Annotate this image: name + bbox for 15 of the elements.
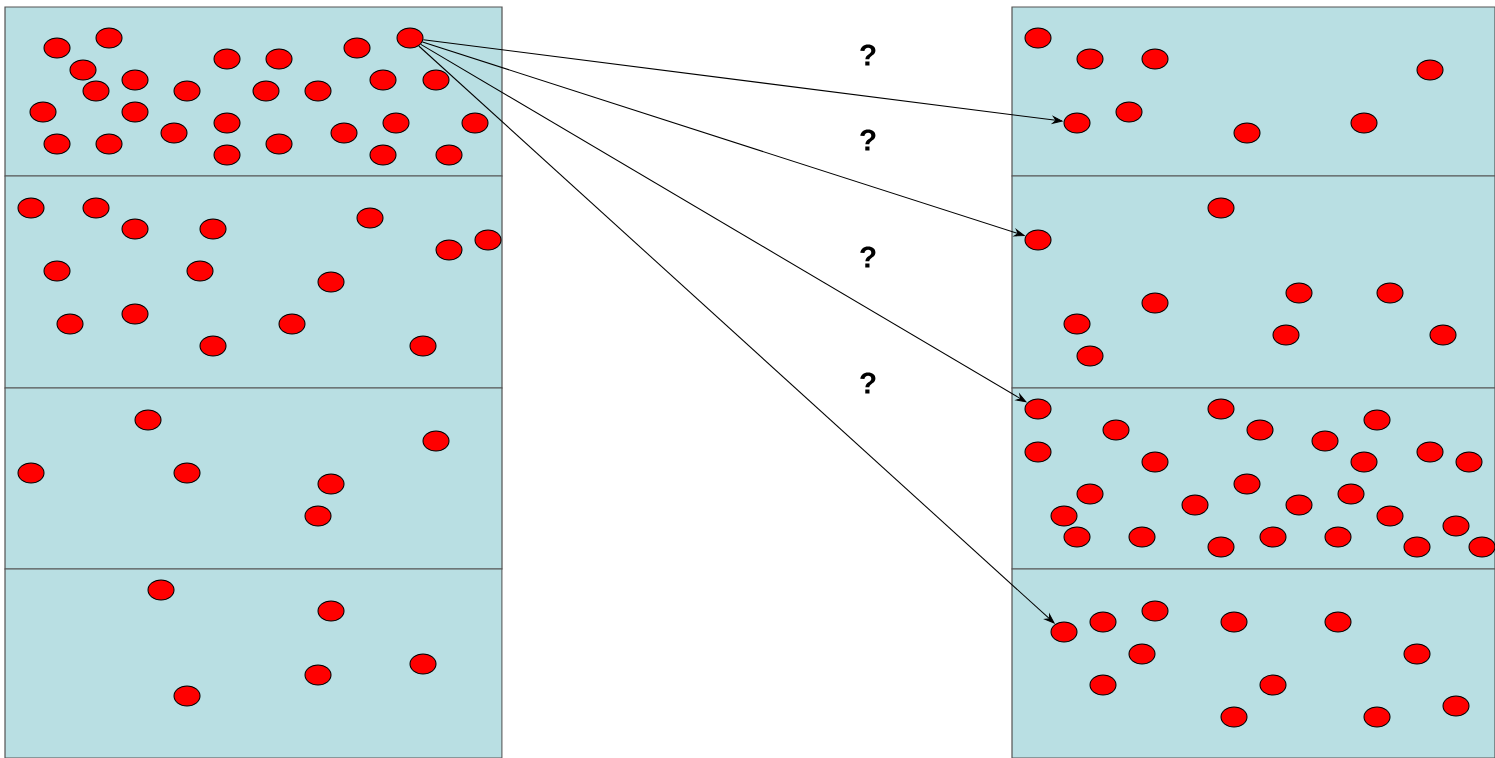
edge-label: ? <box>857 244 879 270</box>
band-box <box>1011 175 1495 389</box>
particle-dot <box>1050 621 1078 643</box>
particle-dot <box>1024 398 1052 420</box>
band-box <box>4 387 503 570</box>
edge-label: ? <box>857 127 879 153</box>
band-box <box>4 568 503 758</box>
particle-dot <box>1024 229 1052 251</box>
particle-dot <box>1063 112 1091 134</box>
band-box <box>1011 568 1495 758</box>
particle-dot <box>396 27 424 49</box>
band-box <box>1011 6 1495 177</box>
edge-label: ? <box>857 42 879 68</box>
edge-label: ? <box>857 370 879 396</box>
band-box <box>4 175 503 389</box>
